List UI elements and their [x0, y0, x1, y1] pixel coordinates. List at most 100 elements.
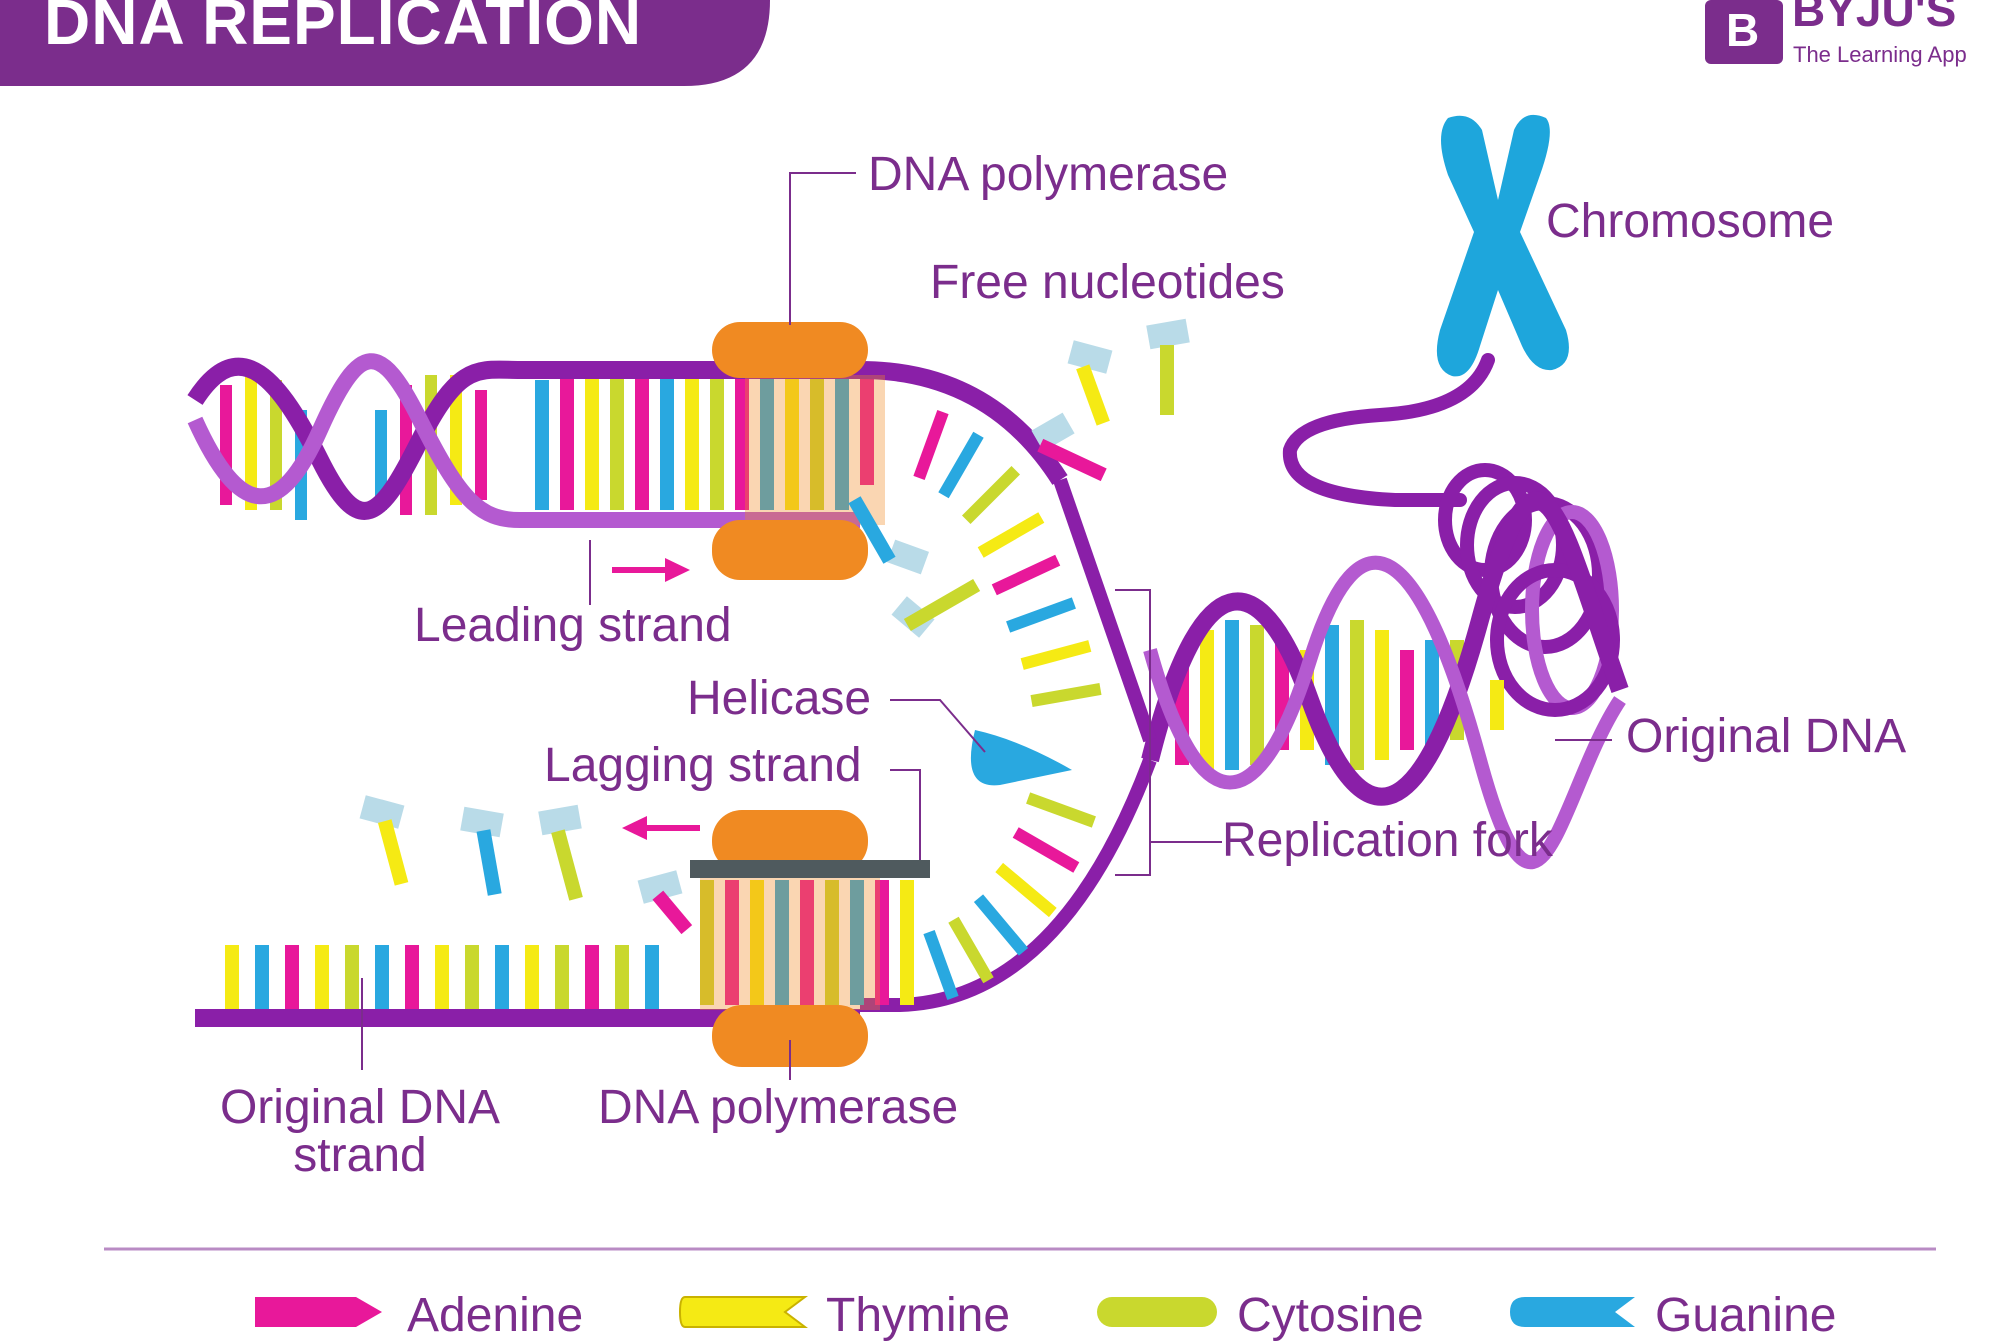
base-pair — [938, 431, 984, 499]
helix-backbone — [1143, 555, 1626, 870]
coil-loop — [1490, 563, 1620, 717]
original-dna-helix — [1141, 491, 1629, 870]
nucleotide-tip — [1067, 340, 1113, 374]
base-pair — [1490, 680, 1504, 730]
label-free-nucleotides: Free nucleotides — [930, 256, 1285, 309]
base-pair — [1006, 597, 1076, 633]
label-replication-fork: Replication fork — [1222, 814, 1554, 867]
base-pair — [1425, 640, 1439, 750]
fork-arm-lower — [860, 757, 1157, 1012]
base-pair — [825, 880, 839, 1005]
base-pair — [760, 375, 774, 510]
nucleotide-tip — [637, 870, 683, 904]
lagging-direction-arrow — [622, 816, 700, 840]
base-pair — [977, 512, 1045, 558]
brand-badge — [1705, 0, 1783, 64]
nucleotide — [1031, 412, 1107, 482]
label-original-dna-strand-line2: strand — [293, 1129, 426, 1182]
brand-tagline: The Learning App — [1793, 42, 1967, 67]
base-pair — [785, 375, 799, 510]
label-dna-polymerase-top: DNA polymerase — [868, 148, 1228, 201]
dna-polymerase-lower — [700, 810, 880, 1067]
base-pair — [923, 930, 959, 1000]
legend-label-guanine: Guanine — [1655, 1289, 1836, 1342]
base-pair — [948, 916, 994, 984]
base-pair — [495, 945, 509, 1010]
nucleotide — [848, 496, 930, 575]
base-pair — [1200, 630, 1214, 770]
leader-line-helicase — [890, 699, 986, 753]
base-pair — [285, 945, 299, 1010]
base-pair — [913, 410, 949, 480]
nucleotide-base — [1076, 364, 1110, 426]
label-lagging-strand: Lagging strand — [544, 739, 862, 792]
base-pair — [435, 945, 449, 1010]
chromosome — [1436, 114, 1569, 377]
legend-label-cytosine: Cytosine — [1237, 1289, 1424, 1342]
nucleotide-base — [476, 829, 502, 896]
legend-item-adenine: Adenine — [255, 1289, 583, 1342]
base-pair — [860, 375, 874, 485]
label-chromosome: Chromosome — [1546, 195, 1834, 248]
base-pair — [995, 862, 1057, 918]
brand-name: BYJU'S — [1792, 0, 1956, 36]
cytosine-swatch — [1097, 1297, 1217, 1327]
leader-lines — [361, 172, 1612, 1080]
nucleotide — [460, 806, 504, 896]
nucleotide-base — [1037, 438, 1107, 482]
page-title: DNA REPLICATION — [44, 0, 642, 58]
label-original-dna-strand-line1: Original DNA — [220, 1081, 500, 1134]
base-pair — [1350, 620, 1364, 770]
nucleotide-base — [652, 890, 693, 935]
dna-polymerase-upper — [712, 322, 885, 580]
helix-backbone — [1141, 491, 1629, 806]
base-pair — [973, 894, 1029, 956]
leader-line-lagging-strand — [890, 769, 921, 860]
brand-badge-glyph: B — [1726, 4, 1759, 56]
base-pair — [615, 945, 629, 1010]
base-pair — [660, 375, 674, 510]
base-pair — [585, 375, 599, 510]
base-pair — [750, 880, 764, 1005]
legend-item-thymine: Thymine — [678, 1289, 1010, 1342]
nucleotide-base — [903, 578, 981, 632]
base-pair — [610, 375, 624, 510]
nucleotide-base — [1160, 345, 1174, 415]
polymerase-body — [700, 870, 880, 1010]
polymerase-top-lobe — [712, 322, 868, 378]
nucleotide — [1067, 340, 1113, 426]
legend-label-adenine: Adenine — [407, 1289, 583, 1342]
title-banner-shape — [0, 0, 770, 86]
label-helicase: Helicase — [687, 672, 871, 725]
title-banner: DNA REPLICATION — [0, 0, 770, 86]
base-pair — [560, 375, 574, 510]
fork-arm-upper — [1053, 477, 1157, 743]
coil-tail — [1282, 353, 1495, 507]
polymerase-bottom-lobe — [712, 520, 868, 580]
base-pair — [962, 466, 1020, 524]
nucleotide-tip — [359, 795, 405, 829]
nucleotide-base — [377, 819, 409, 886]
free-nucleotides — [359, 318, 1190, 935]
nucleotide-base — [848, 496, 896, 564]
base-pair — [555, 945, 569, 1010]
legend: Adenine Thymine Cytosine Guanine — [255, 1289, 1836, 1342]
base-pair — [775, 880, 789, 1005]
base-pair — [685, 375, 699, 510]
legend-label-thymine: Thymine — [826, 1289, 1010, 1342]
sliding-clamp — [690, 860, 930, 878]
nucleotide — [359, 795, 409, 886]
base-pair — [525, 945, 539, 1010]
nucleotide-tip — [538, 804, 582, 836]
base-pair — [835, 375, 849, 510]
nucleotide — [637, 870, 693, 935]
base-pair — [1375, 630, 1389, 760]
base-pair — [900, 880, 914, 1005]
upper-new-backbone — [187, 353, 860, 528]
base-pair — [375, 945, 389, 1010]
nucleotide-tip — [1146, 318, 1190, 350]
base-pair — [375, 410, 387, 510]
base-pair — [270, 380, 282, 510]
thymine-swatch — [678, 1296, 808, 1328]
